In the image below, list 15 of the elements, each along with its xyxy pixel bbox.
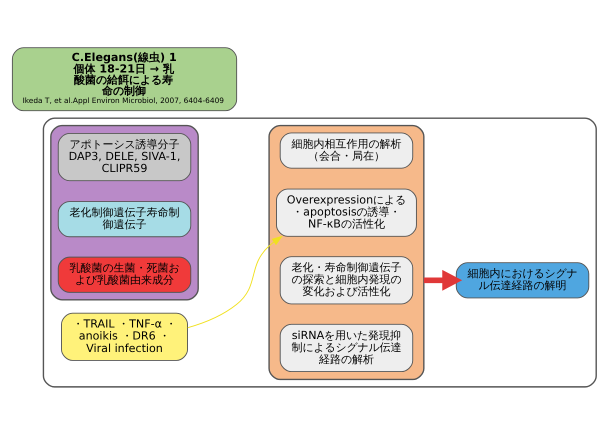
node-box: アポトーシス誘導分子 DAP3, DELE, SIVA-1, CLIPR59	[58, 132, 192, 181]
node-box: Overexpressionによる・apoptosisの誘導・NF-κBの活性化	[276, 188, 417, 236]
node-box: 細胞内におけるシグナル伝達経路の解明	[456, 262, 590, 298]
node-box: 老化・寿命制御遺伝子の探索と細胞内発現の変化および活性化	[280, 256, 414, 304]
cluster	[42, 116, 597, 388]
node-box: 細胞内相互作用の解析（会合・局在）	[280, 132, 414, 168]
node-box: 乳酸菌の生菌・死菌および乳酸菌由来成分	[58, 256, 192, 292]
cluster	[50, 124, 199, 300]
arrow	[424, 269, 462, 290]
node-box: ・TRAIL ・TNF-α ・anoikis ・DR6 ・Viral infection	[61, 312, 188, 360]
node-box: C.Elegans(線虫) 1個体 18-21日 → 乳酸菌の給餌による寿命の制御 Ikeda T, et al.Appl Environ Microbiol, 2007, 6404-6409	[12, 46, 238, 111]
node-box: 老化制御遺伝子寿命制御遺伝子	[58, 200, 192, 237]
node-box: siRNAを用いた発現抑制によるシグナル伝達経路の解析	[280, 323, 414, 372]
arrow	[187, 235, 283, 328]
cluster	[268, 124, 425, 380]
